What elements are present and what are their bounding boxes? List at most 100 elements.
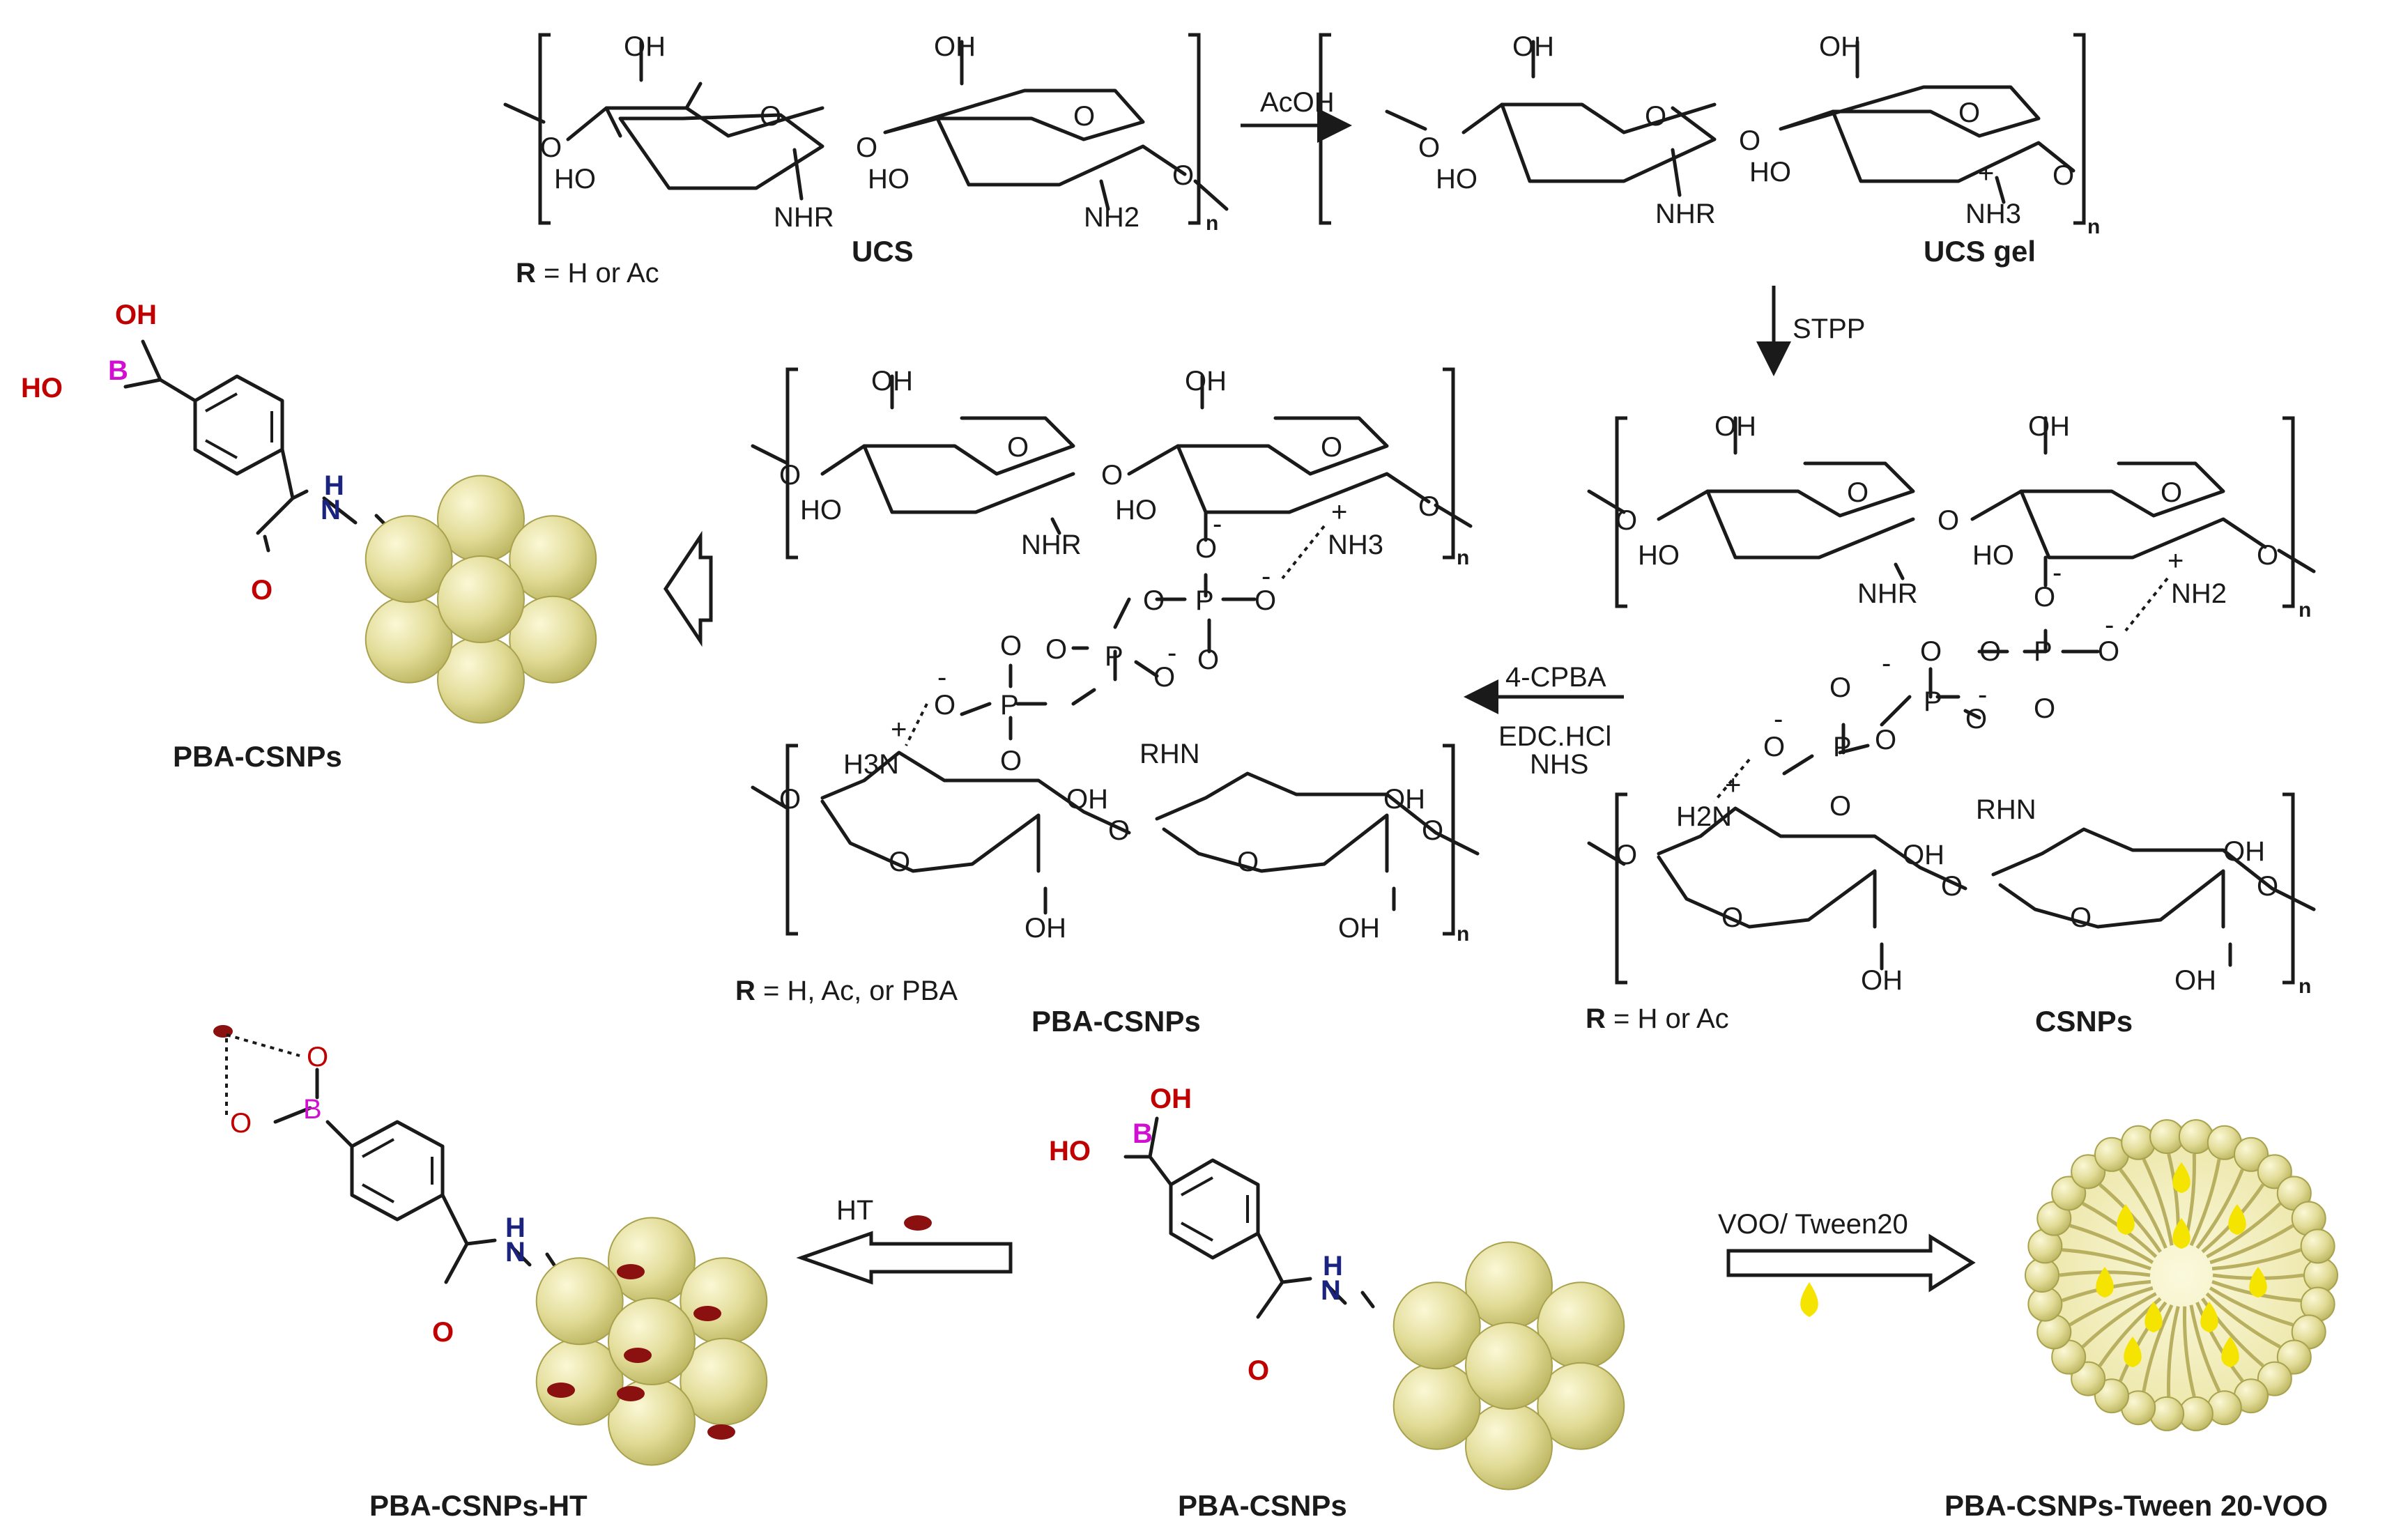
atom-oh: OH — [1025, 913, 1066, 944]
atom-o: O — [1073, 101, 1095, 132]
atom-o: O — [1829, 791, 1851, 822]
atom-oh: OH — [1383, 784, 1425, 815]
surfactant-head — [2178, 1119, 2213, 1155]
surfactant-head — [2234, 1137, 2269, 1172]
atom-nhr: NHR — [1857, 578, 1918, 609]
surfactant-head — [2025, 1258, 2059, 1293]
bracket-left — [538, 33, 551, 225]
atom-o: O — [1616, 840, 1637, 870]
atom-ho: HO — [1972, 540, 2014, 571]
atom-nhr: NHR — [774, 202, 834, 233]
pba-csnps-bottom: OH HO B N H O PBA-CSNPs — [1049, 1084, 1625, 1522]
ucs-structure: n OH OH O O O O O HO HO NHR NH2 UCS R = … — [503, 31, 1229, 288]
atom-o: O — [1938, 505, 1959, 536]
atom-b: B — [1133, 1118, 1153, 1149]
atom-ho: HO — [1049, 1136, 1091, 1166]
ht-molecule — [547, 1383, 575, 1398]
atom-h3n: H3N — [843, 749, 899, 780]
surfactant-tail — [2142, 1158, 2174, 1246]
atom-o: O — [1172, 160, 1194, 191]
surfactant-head — [2094, 1378, 2129, 1414]
atom-oh: OH — [2174, 965, 2216, 996]
surfactant-tail — [2062, 1248, 2151, 1270]
atom-o: O — [1237, 847, 1259, 877]
atom-ho: HO — [554, 164, 596, 194]
surfactant-tail — [2195, 1302, 2244, 1383]
atom-ho: HO — [1638, 540, 1680, 571]
surfactant-tail — [2182, 1306, 2196, 1397]
hollow-arrow-left — [663, 530, 713, 647]
atom-o: O — [2257, 871, 2278, 902]
atom-o: O — [760, 101, 781, 132]
atom-o: O — [2052, 160, 2074, 191]
atom-o: O — [307, 1042, 328, 1072]
charge-minus: - — [1167, 638, 1176, 668]
atom-ho: HO — [868, 164, 910, 194]
atom-oh: OH — [115, 300, 157, 330]
atom-o: O — [1958, 98, 1980, 128]
atom-o: O — [856, 132, 877, 163]
atom-o: O — [1197, 645, 1219, 675]
ht-molecule — [707, 1424, 735, 1440]
reagent-ht: HT — [836, 1195, 873, 1226]
atom-o: O — [1108, 815, 1130, 846]
arrow-acoh: AcOH — [1241, 87, 1352, 143]
atom-o: O — [2161, 477, 2182, 508]
charge-minus: - — [1774, 704, 1783, 734]
atom-o: O — [1195, 533, 1217, 564]
pba-csnps-structure: n n OH OH O O O O O HO HO NHR NH3 + - O … — [735, 366, 1480, 1038]
atom-p: P — [1000, 690, 1019, 721]
subscript-n: n — [1206, 212, 1218, 235]
surfactant-head — [2303, 1258, 2338, 1293]
surfactant-tail — [2205, 1292, 2281, 1349]
surfactant-head — [2027, 1286, 2063, 1322]
reagent-edc: EDC.HCl — [1498, 721, 1611, 752]
label-pba-csnps-mid: PBA-CSNPs — [1031, 1005, 1201, 1038]
atom-o: O — [432, 1317, 454, 1348]
nanoparticle-bead — [608, 1298, 696, 1385]
voo-droplet — [2144, 1302, 2163, 1332]
surfactant-tail — [2206, 1202, 2282, 1258]
atom-o: O — [2257, 540, 2278, 571]
subscript-n: n — [2087, 215, 2100, 238]
atom-ho: HO — [1749, 157, 1791, 187]
atom-ho: HO — [800, 495, 842, 525]
label-ucs-gel: UCS gel — [1924, 235, 2036, 268]
label-pba-csnps-ht: PBA-CSNPs-HT — [369, 1489, 588, 1522]
atom-o: O — [1721, 902, 1743, 933]
atom-ho: HO — [1436, 164, 1478, 194]
atom-ho: HO — [1115, 495, 1157, 525]
atom-o: O — [1000, 631, 1022, 661]
charge-plus: + — [1331, 497, 1347, 528]
reagent-nhs: NHS — [1530, 749, 1588, 780]
atom-nhr: NHR — [1655, 199, 1716, 229]
surfactant-tail — [2142, 1304, 2174, 1392]
atom-b: B — [108, 355, 128, 386]
atom-o: O — [1007, 432, 1029, 463]
atom-o: O — [2034, 693, 2055, 724]
atom-o: O — [1000, 746, 1022, 776]
atom-rhn: RHN — [1976, 794, 2036, 825]
surfactant-head — [2071, 1154, 2106, 1189]
atom-h2n: H2N — [1676, 801, 1732, 832]
subscript-n: n — [1457, 923, 1469, 946]
pba-csnps-left: OH HO B N H O PBA-CSNPs — [21, 300, 597, 773]
atom-p: P — [2034, 636, 2052, 667]
voo-droplet — [2172, 1162, 2190, 1193]
atom-nh2: NH2 — [2171, 578, 2227, 609]
atom-o: O — [1616, 505, 1637, 536]
atom-oh: OH — [2028, 411, 2070, 442]
atom-n: N — [1321, 1275, 1341, 1306]
atom-p: P — [1105, 641, 1123, 672]
atom-oh: OH — [1903, 840, 1944, 870]
nanoparticle-bead — [1465, 1322, 1553, 1410]
voo-droplet — [1800, 1282, 1818, 1317]
label-pba-csnps-bottom: PBA-CSNPs — [1178, 1489, 1347, 1522]
voo-droplet — [2228, 1204, 2246, 1235]
atom-o: O — [779, 460, 801, 491]
ucs-gel-structure: n OH OH O O O O O HO HO NHR NH3 + UCS ge… — [1319, 31, 2100, 268]
surfactant-shell — [2025, 1119, 2338, 1431]
arrow-ht: HT — [796, 1195, 1013, 1285]
atom-n: N — [505, 1237, 525, 1268]
reagent-stpp: STPP — [1793, 314, 1865, 344]
